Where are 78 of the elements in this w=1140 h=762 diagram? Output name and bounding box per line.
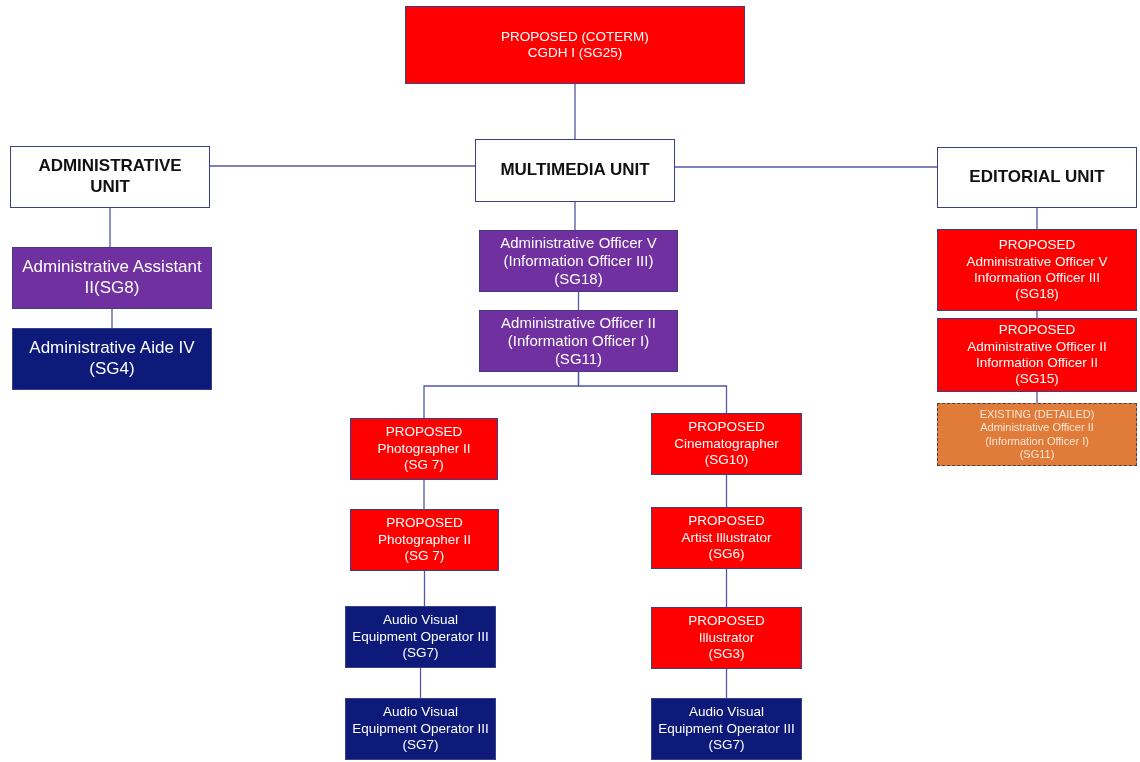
unit-box <box>475 139 675 202</box>
position-title: Administrative Officer II <box>501 313 656 332</box>
position-title: MULTIMEDIA UNIT <box>500 160 650 181</box>
position-title: (SG15) <box>1015 371 1059 388</box>
position-title: Administrative Assistant II(SG8) <box>21 257 203 299</box>
position-title: Information Officer III <box>974 270 1100 287</box>
position-title: Photographer II <box>377 531 472 549</box>
connector-line <box>209 165 476 167</box>
position-box <box>479 230 678 292</box>
position-title: EDITORIAL UNIT <box>969 167 1105 188</box>
position-title: (Information Officer I) <box>985 434 1089 448</box>
connector-line <box>577 371 728 414</box>
connector-line <box>423 479 425 510</box>
position-title: PROPOSED <box>998 322 1076 339</box>
position-title: CGDH I (SG25) <box>527 45 623 62</box>
connector-line <box>1036 391 1038 404</box>
position-title: ADMINISTRATIVE UNIT <box>37 156 183 198</box>
position-title: Administrative Officer V <box>500 233 657 252</box>
position-box <box>12 328 212 390</box>
position-title: (SG6) <box>708 546 745 563</box>
connector-line <box>725 474 728 508</box>
position-box <box>937 318 1137 392</box>
position-title: (Information Officer I) <box>507 331 650 351</box>
position-box <box>479 310 678 372</box>
position-box <box>937 229 1137 311</box>
position-title: Artist Illustrator <box>681 529 772 547</box>
position-box <box>350 509 499 571</box>
position-title: Illustrator <box>698 629 755 647</box>
connector-line <box>423 570 426 607</box>
position-title: (SG18) <box>1015 286 1059 303</box>
position-title: Audio Visual Equipment Operator III (SG7) <box>352 704 489 754</box>
position-title: (SG11) <box>1019 447 1055 462</box>
position-title: PROPOSED <box>688 513 765 530</box>
position-box <box>651 607 802 669</box>
position-title: PROPOSED <box>688 613 765 630</box>
position-title: PROPOSED <box>386 515 463 532</box>
connector-line <box>1036 310 1038 319</box>
position-title: Administrative Officer V <box>966 253 1108 270</box>
position-title: PROPOSED <box>998 237 1076 254</box>
position-box <box>651 698 802 760</box>
unit-box <box>937 147 1137 208</box>
position-box <box>345 606 496 668</box>
position-title: Photographer II <box>377 440 471 458</box>
connector-line <box>725 668 728 699</box>
position-title: (SG10) <box>704 452 749 469</box>
unit-box <box>10 146 210 208</box>
position-title: (SG 7) <box>404 548 445 565</box>
connector-line <box>419 667 422 699</box>
position-title: Audio Visual Equipment Operator III (SG7) <box>352 612 489 662</box>
position-box <box>651 507 802 569</box>
position-title: PROPOSED (COTERM) <box>501 28 649 45</box>
connector-line <box>109 207 111 248</box>
connector-line <box>725 568 728 608</box>
position-title: Cinematographer <box>674 435 779 453</box>
position-title: Administrative Officer II <box>967 338 1107 355</box>
position-title: EXISTING (DETAILED) <box>979 407 1095 422</box>
position-title: (SG3) <box>708 646 745 663</box>
connector-line <box>111 308 113 329</box>
position-title: PROPOSED <box>688 419 765 436</box>
position-box <box>345 698 496 760</box>
position-box <box>405 6 745 84</box>
connector-line <box>1036 207 1038 230</box>
position-box <box>12 247 212 309</box>
position-box <box>937 403 1137 466</box>
position-box <box>651 413 802 475</box>
connector-line <box>674 166 938 168</box>
position-title: Administrative Aide IV (SG4) <box>28 338 196 380</box>
position-title: (Information Officer III) <box>503 251 654 271</box>
position-box <box>350 418 498 480</box>
position-title: (SG11) <box>554 350 603 369</box>
position-title: Administrative Officer II <box>980 421 1094 435</box>
position-title: Audio Visual Equipment Operator III (SG7) <box>658 704 795 754</box>
connector-line <box>574 83 576 140</box>
position-title: (SG18) <box>554 270 603 289</box>
position-title: PROPOSED <box>385 424 463 441</box>
connector-line <box>574 201 576 231</box>
position-title: (SG 7) <box>404 457 444 474</box>
position-title: Information Officer II <box>975 355 1099 372</box>
